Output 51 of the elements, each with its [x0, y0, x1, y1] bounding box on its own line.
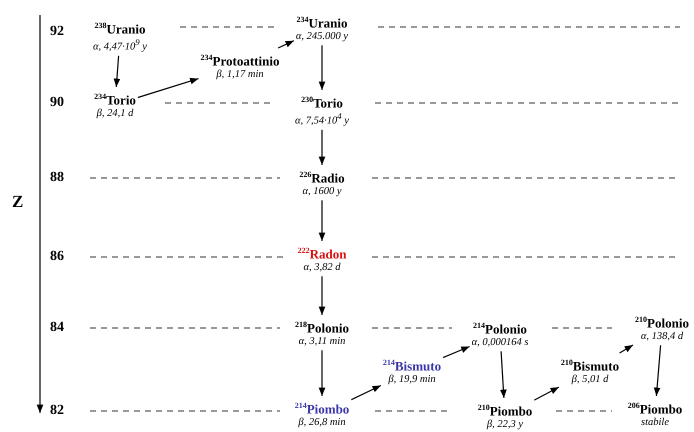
nuclide-name: $^{218}$Polonio [295, 319, 349, 336]
decay-info: β, 5,01 d [570, 373, 610, 386]
decay-info: β, 24,1 d [96, 107, 134, 120]
decay-arrow [442, 346, 470, 358]
decay-info: β, 19,9 min [387, 373, 437, 386]
nuclide-name: $^{210}$Piombo [478, 402, 532, 418]
nuclide-name: $^{222}$Radon [298, 245, 346, 262]
decay-arrow [318, 276, 326, 315]
decay-arrow [318, 200, 326, 241]
tick-label: 84 [50, 320, 64, 336]
decay-info: α, 3,82 d [302, 261, 342, 274]
tick-label: 88 [50, 170, 64, 186]
nuclide-name: $^{234}$Protoattinio [200, 52, 280, 68]
decay-info: β, 22,3 y [486, 418, 524, 432]
decay-arrow [534, 386, 560, 401]
decay-info: α, 1600 y [301, 185, 343, 198]
decay-arrow [138, 78, 199, 98]
decay-arrow [114, 56, 120, 88]
nuclide-name: $^{206}$Piombo [628, 400, 682, 416]
decay-arrow [318, 350, 326, 396]
nuclide-name: $^{210}$Bismuto [560, 357, 620, 374]
nuclide-name: $^{230}$Torio [300, 94, 344, 110]
decay-info: α, 0,000164 s [472, 336, 528, 350]
nuclide-name: $^{234}$Uranio [296, 14, 348, 30]
tick-label: 86 [50, 249, 64, 265]
tick-label: 90 [50, 95, 64, 111]
nuclide-name: $^{226}$Radio [299, 169, 345, 186]
tick-label: 82 [50, 403, 64, 419]
decay-arrow [500, 351, 507, 398]
nuclide-name: $^{238}$Uranio [94, 20, 146, 36]
decay-info: α, 4,47·10$^{9}$ y [93, 36, 147, 54]
decay-arrow [351, 384, 382, 400]
decay-info: α, 245.000 y [296, 30, 348, 44]
decay-info: α, 3,11 min [298, 335, 346, 348]
decay-arrow [619, 344, 634, 354]
decay-info: stabile [640, 416, 670, 430]
decay-arrow [318, 45, 326, 90]
decay-arrow [318, 130, 326, 165]
decay-info: β, 1,17 min [215, 68, 265, 82]
nuclide-name: $^{234}$Torio [94, 91, 136, 108]
axis-label: Z [12, 192, 24, 212]
decay-arrow [654, 345, 662, 396]
decay-info: β, 26,8 min [297, 416, 347, 430]
nuclide-name: $^{214}$Polonio [472, 320, 528, 336]
decay-info: α, 138,4 d [640, 330, 684, 344]
nuclide-name: $^{210}$Polonio [635, 314, 689, 330]
decay-arrow [278, 40, 294, 49]
nuclide-name: $^{214}$Piombo [294, 400, 350, 416]
tick-label: 92 [50, 24, 64, 40]
decay-info: α, 7,54·10$^{4}$ y [295, 110, 349, 128]
nuclide-name: $^{214}$Bismuto [382, 357, 442, 374]
